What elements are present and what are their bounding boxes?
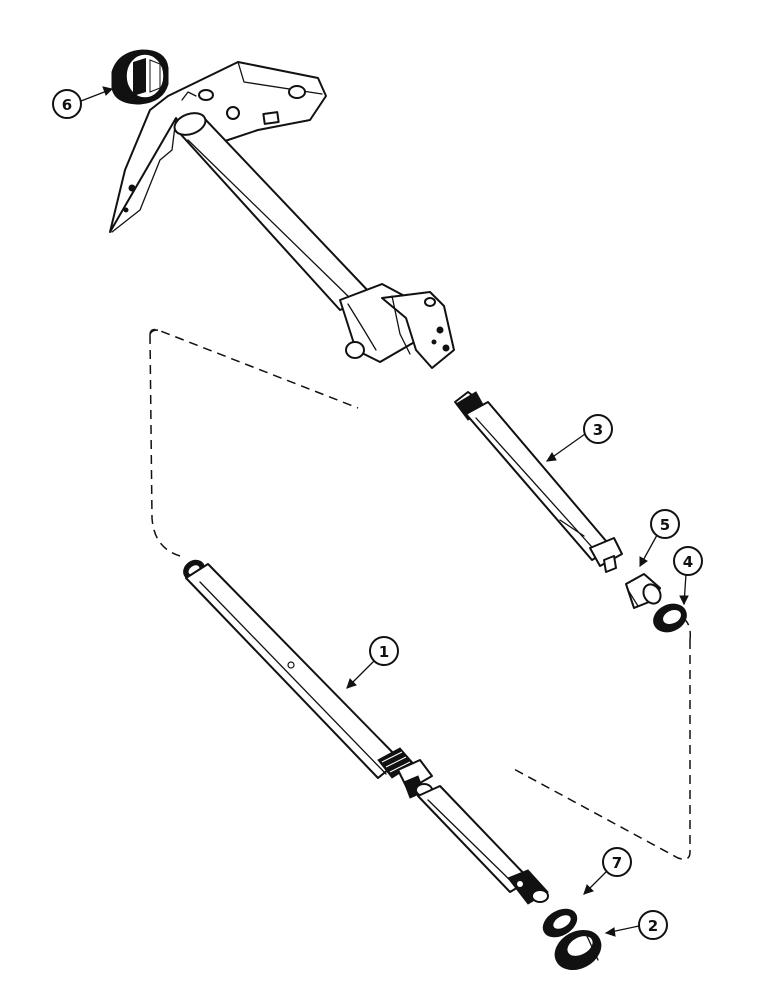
callout-3-label: 3 [593, 421, 603, 439]
callout-6-label: 6 [62, 96, 72, 114]
callout-4: 4 [673, 546, 703, 576]
column-tube-upper [173, 112, 373, 311]
column-lower-clamp [339, 283, 455, 369]
part-4-seal-ring [653, 603, 687, 633]
callout-2: 2 [638, 910, 668, 940]
part-7-washer [542, 908, 578, 938]
part-2-bearing [554, 930, 602, 970]
callout-3: 3 [583, 414, 613, 444]
part-1-lower-shaft [183, 559, 549, 905]
callout-5-label: 5 [660, 516, 670, 534]
callout-7: 7 [602, 847, 632, 877]
leader-lines [80, 86, 689, 937]
assembly-dashed-outline [149, 328, 692, 860]
callout-1: 1 [369, 636, 399, 666]
callout-6: 6 [52, 89, 82, 119]
part-3-upper-shaft [454, 391, 623, 573]
part-5-sleeve [625, 573, 662, 609]
callout-7-label: 7 [612, 854, 622, 872]
callout-5: 5 [650, 509, 680, 539]
part-6-bushing [111, 49, 169, 105]
callout-2-label: 2 [648, 917, 658, 935]
callout-4-label: 4 [683, 553, 693, 571]
assembly-dashed-outline-upper [148, 329, 159, 341]
callout-1-label: 1 [379, 643, 389, 661]
